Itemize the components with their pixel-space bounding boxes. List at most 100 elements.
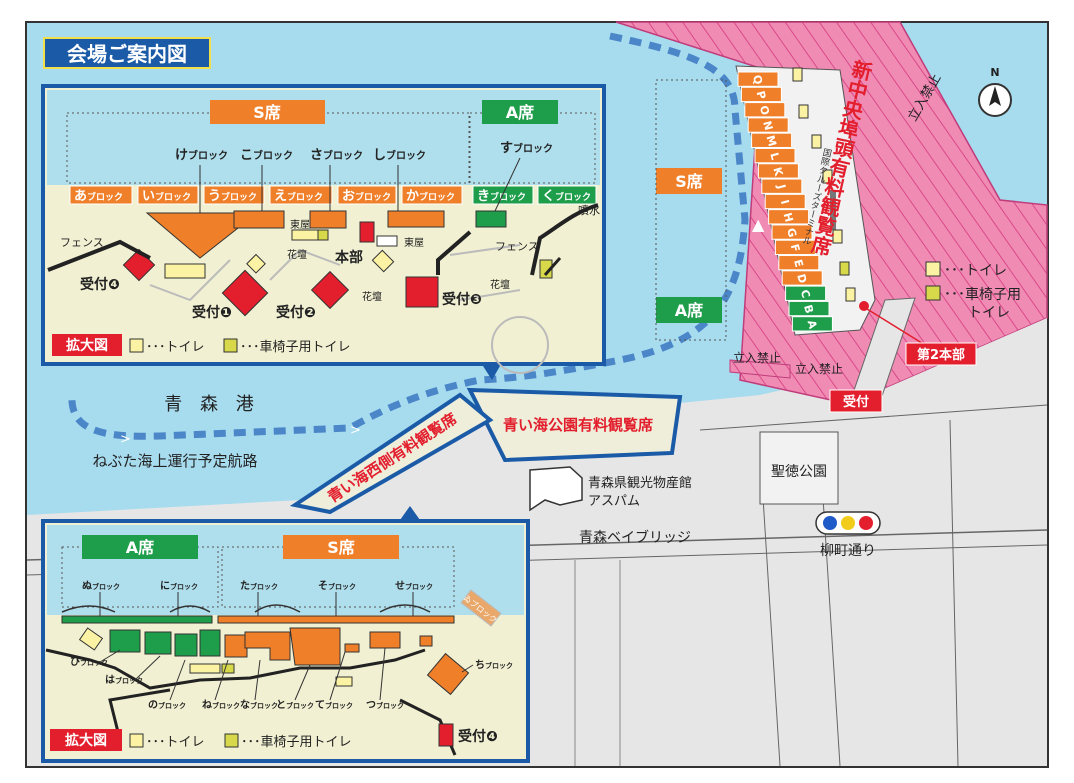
bottom-top-label: にブロック xyxy=(160,580,198,592)
pier-row-label: I xyxy=(778,198,792,205)
bottom-top-labels: ぬブロック にブロック たブロック そブロック せブロック xyxy=(82,580,433,616)
bottom-lower-label: てブロック xyxy=(315,699,353,711)
svg-text:東屋: 東屋 xyxy=(404,236,424,249)
svg-text:A席: A席 xyxy=(506,103,534,122)
pier-s-tag xyxy=(656,168,722,194)
pier-toilets xyxy=(792,67,856,302)
terminal-bar xyxy=(830,190,836,230)
svg-text:･･･車椅子用トイレ: ･･･車椅子用トイレ xyxy=(241,735,352,750)
map-title: 会場ご案内図 xyxy=(67,42,187,66)
pier-row-M xyxy=(751,132,793,148)
svg-text:トイレ: トイレ xyxy=(968,305,1010,321)
pier-row-G xyxy=(771,224,813,240)
map-title-box xyxy=(43,37,211,69)
pier-row-B xyxy=(788,300,830,317)
pier-row-label: J xyxy=(774,182,788,190)
svg-text:A席: A席 xyxy=(675,301,703,320)
harbor-label: 青 森 港 xyxy=(164,394,259,415)
top-block-label: えブロック xyxy=(274,189,323,204)
svg-text:･･･車椅子用トイレ: ･･･車椅子用トイレ xyxy=(240,340,351,355)
top-upper-label: すブロック xyxy=(500,141,553,156)
pier-row-label: C xyxy=(798,288,813,299)
boat-route xyxy=(68,32,749,440)
pier-row-label: B xyxy=(801,303,816,314)
pier-row-J xyxy=(761,178,803,194)
pier-reception-badge xyxy=(829,389,883,413)
top-block-label: あブロック xyxy=(74,189,123,204)
traffic-light-icon xyxy=(815,511,881,535)
bridge-label: 青森ベイブリッジ xyxy=(579,529,691,546)
svg-text:>: > xyxy=(120,432,131,447)
top-block-3 xyxy=(203,185,265,205)
bottom-lower-label: のブロック xyxy=(148,700,186,711)
top-a-header xyxy=(482,100,558,124)
svg-text:花壇: 花壇 xyxy=(287,248,307,261)
pier-row-A xyxy=(791,316,833,332)
svg-text:A席: A席 xyxy=(126,538,154,557)
pier-row-label: D xyxy=(794,273,809,285)
svg-text:･･･トイレ: ･･･トイレ xyxy=(944,263,1007,279)
pier-legend: ･･･トイレ ･･･車椅子用 トイレ xyxy=(925,261,1021,321)
svg-text:▲: ▲ xyxy=(752,215,765,234)
svg-text:本部: 本部 xyxy=(335,249,363,266)
top-block-row: あブロックいブロックうブロックえブロックおブロックかブロックきブロックくブロック xyxy=(69,185,597,205)
pier-row-label: N xyxy=(760,120,775,132)
top-block-1 xyxy=(69,185,133,205)
top-block-label: うブロック xyxy=(208,189,257,204)
svg-text:受付❷: 受付❷ xyxy=(276,304,316,321)
pier-row-label: L xyxy=(767,151,781,161)
no-entry-label-2: 立入禁止 xyxy=(733,350,781,365)
pier-row-Q xyxy=(737,71,779,87)
aspam-label-1: 青森県観光物産館 xyxy=(588,475,692,491)
bottom-top-label: ぬブロック xyxy=(82,580,120,592)
pier-row-E xyxy=(778,255,820,271)
bottom-top-label: せブロック xyxy=(395,580,433,592)
top-upper-label: けブロック xyxy=(175,148,228,163)
pier-row-N xyxy=(747,117,789,133)
bottom-a-header xyxy=(82,535,198,559)
pier-row-L xyxy=(754,147,796,164)
pier-row-O xyxy=(744,102,786,118)
bottom-top-label: たブロック xyxy=(240,580,278,592)
pier-row-F xyxy=(774,239,816,256)
top-upper-label: しブロック xyxy=(373,148,426,163)
svg-text:花壇: 花壇 xyxy=(490,278,510,291)
yanagi-street-label: 柳町通り xyxy=(820,542,876,559)
top-block-8 xyxy=(537,185,597,205)
hq2-badge xyxy=(905,342,977,366)
bottom-s-header xyxy=(283,535,399,559)
svg-text:噴水: 噴水 xyxy=(578,204,600,217)
pier-row-label: O xyxy=(757,104,772,116)
bottom-lower-label: つブロック xyxy=(366,700,404,711)
park-stand-label: 青い海公園有料観覧席 xyxy=(503,416,653,434)
pier-row-D xyxy=(781,270,823,286)
bottom-lower-label: はブロック xyxy=(105,674,143,686)
top-block-label: くブロック xyxy=(542,189,591,204)
svg-text:フェンス: フェンス xyxy=(60,236,104,249)
pier-row-C xyxy=(785,285,827,301)
bottom-lower-label: ねブロック xyxy=(202,699,240,711)
pier-row-label: F xyxy=(788,243,803,254)
bottom-lower-labels: ひブロックはブロックのブロックねブロックなブロックとブロックてブロックつブロック… xyxy=(70,647,513,711)
svg-text:>: > xyxy=(350,423,361,438)
svg-text:･･･トイレ: ･･･トイレ xyxy=(146,735,205,750)
top-block-4 xyxy=(269,185,333,205)
bottom-lower-label: とブロック xyxy=(276,699,314,711)
svg-text:受付: 受付 xyxy=(843,394,869,410)
bottom-lower-label: なブロック xyxy=(240,699,278,711)
pier-row-label: H xyxy=(781,211,796,223)
svg-text:N: N xyxy=(990,66,999,79)
aspam-building xyxy=(529,466,583,512)
pier-row-label: K xyxy=(771,166,786,178)
top-block-6 xyxy=(401,185,463,205)
pier-a-tag xyxy=(656,297,722,323)
top-block-label: おブロック xyxy=(342,189,391,204)
pier-row-label: Q xyxy=(750,74,765,86)
aspam-label-2: アスパム xyxy=(588,494,640,509)
hq-box xyxy=(359,221,375,243)
bottom-top-label: そブロック xyxy=(318,580,356,592)
west-stand xyxy=(289,392,494,515)
route-label: ねぶた海上運行予定航路 xyxy=(92,452,257,470)
hq2-marker xyxy=(859,301,869,311)
